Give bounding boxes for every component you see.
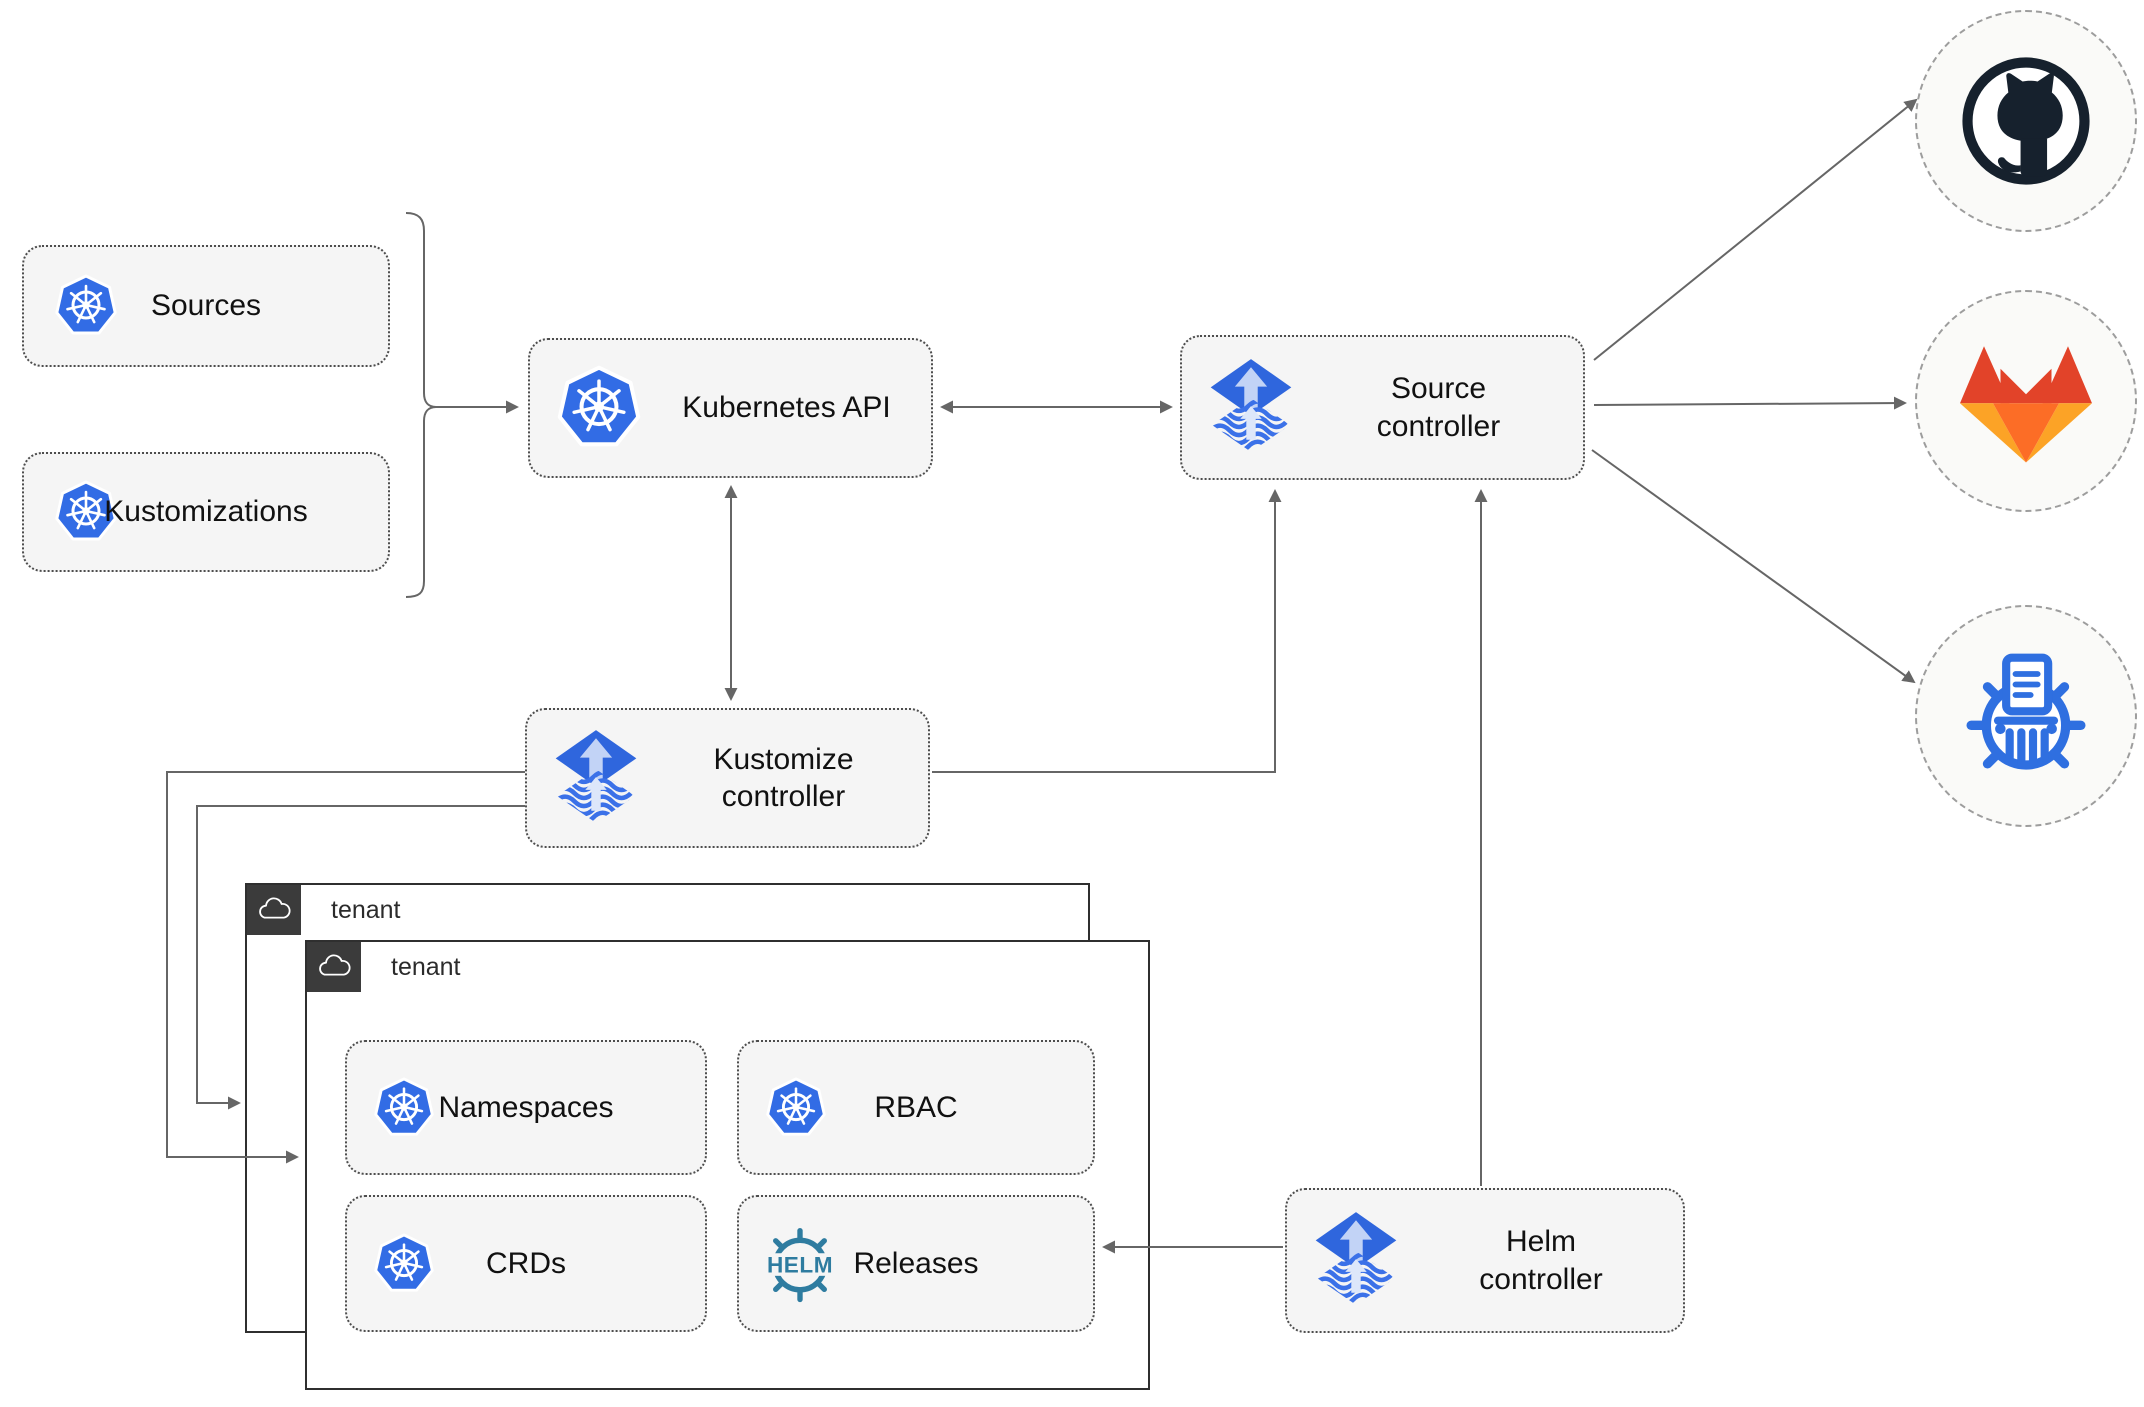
node-label: Kustomizations [104,495,308,529]
kubernetes-icon [556,365,642,451]
node-sources: Sources [22,245,390,367]
node-label: Kustomize controller [713,742,854,814]
helm-icon-text: HELM [767,1252,833,1277]
node-namespaces: Namespaces [345,1040,707,1175]
node-rbac: RBAC [737,1040,1095,1175]
edge-kustomizectrl-sourcectrl [932,489,1282,773]
gitlab-repository-circle [1915,290,2137,512]
flux-icon [553,730,639,827]
node-label: Sources [150,289,262,323]
github-icon [1962,57,2090,185]
node-label: Releases [853,1246,979,1280]
tenant-badge [247,885,301,935]
node-label: Helm controller [1479,1225,1603,1296]
tenant-label: tenant [331,896,401,924]
brace-sources-group [405,212,437,598]
github-repository-circle [1915,10,2137,232]
node-releases: HELM Releases [737,1195,1095,1332]
node-label: CRDs [486,1246,566,1280]
node-kubernetes-api: Kubernetes API [528,338,933,478]
edge-sourcectrl-gitlab [1593,396,1907,410]
flux-icon [1208,359,1294,456]
node-kustomize-controller: Kustomize controller [525,708,930,848]
node-source-controller: Source controller [1180,335,1585,480]
tenant-label: tenant [391,953,461,981]
tenant-badge [307,942,361,992]
node-kustomizations: Kustomizations [22,452,390,572]
node-label: RBAC [874,1090,958,1124]
node-label: Namespaces [438,1090,614,1124]
node-crds: CRDs [345,1195,707,1332]
node-label: Kubernetes API [682,391,891,425]
flux-icon [1313,1212,1399,1309]
node-helm-controller: Helm controller [1285,1188,1685,1333]
node-label: Source controller [1376,372,1501,443]
helm-icon: HELM [761,1227,839,1302]
edge-sourcectrl-github [1593,98,1918,361]
helm-repository-circle [1915,605,2137,827]
edge-sourcectrl-helmrepo [1591,449,1916,684]
helm-repository-icon [1966,653,2086,770]
gitlab-icon [1960,346,2092,463]
cloud-icon [255,897,293,923]
cloud-icon [315,954,353,980]
